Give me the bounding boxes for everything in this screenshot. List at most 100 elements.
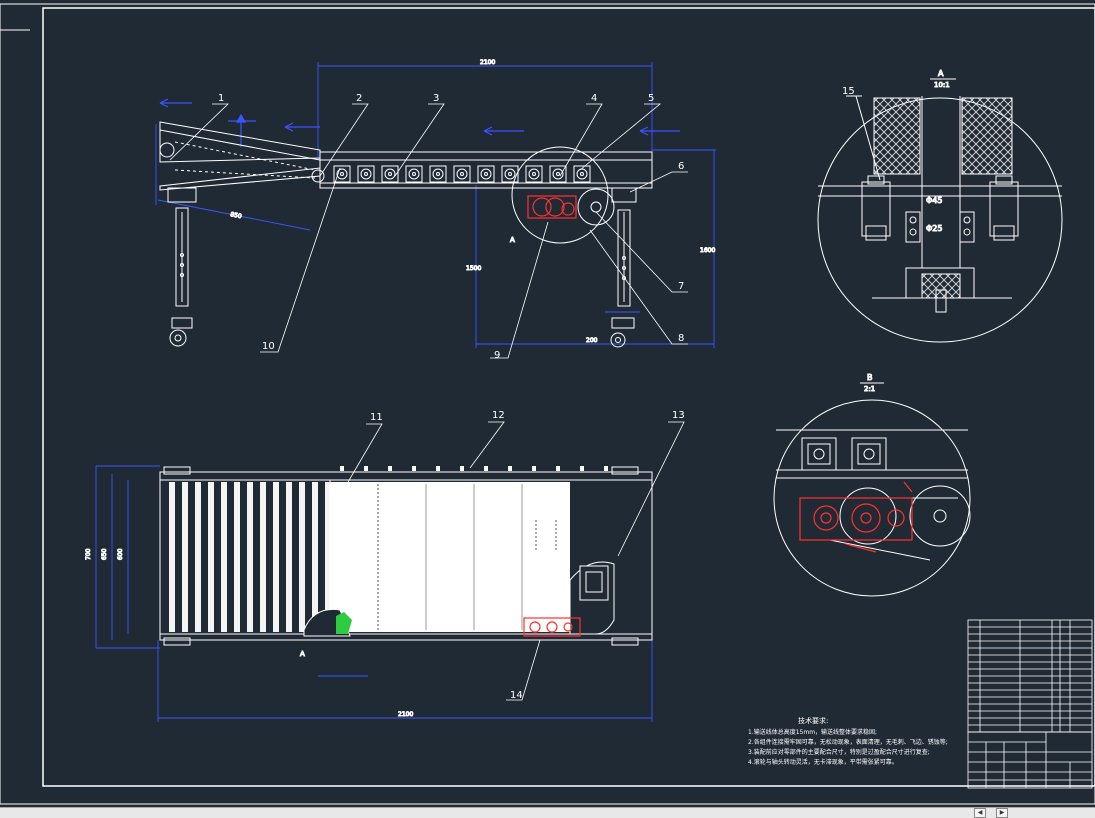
svg-text:200: 200 <box>586 337 598 344</box>
roller-housing <box>549 165 567 183</box>
note-3: 3.装配前应对零部件的主要配合尺寸，特别是过盈配合尺寸进行复查; <box>748 748 930 756</box>
svg-text:2100: 2100 <box>480 59 495 66</box>
plan-bolt-mark <box>340 466 344 471</box>
side-view-rollers <box>333 165 591 183</box>
part-label-9: 9 <box>494 350 500 361</box>
roller <box>480 168 492 180</box>
roller-housing <box>405 165 423 183</box>
roller <box>552 168 564 180</box>
detail-b-scale: 2:1 <box>864 385 875 393</box>
detail-a-dim-phi45: Φ45 <box>926 196 942 205</box>
detail-a-dim-phi25: Φ25 <box>926 224 942 233</box>
leaders-top <box>169 103 688 359</box>
plan-gear-assembly <box>523 617 581 637</box>
status-bar <box>0 807 1095 818</box>
part-label-11: 11 <box>370 412 383 423</box>
plan-bolt-mark <box>484 466 488 471</box>
plan-bolt-mark <box>580 466 584 471</box>
part-label-14: 14 <box>510 690 523 701</box>
plan-view: 700 650 600 2100 A <box>85 465 653 722</box>
roller-axle <box>340 172 344 176</box>
roller-axle <box>436 172 440 176</box>
svg-text:700: 700 <box>85 548 92 560</box>
svg-text:850: 850 <box>230 211 243 220</box>
detail-a-marker: A <box>938 69 944 78</box>
roller-axle <box>388 172 392 176</box>
roller <box>336 168 348 180</box>
dimension-lines <box>155 62 716 348</box>
plan-bolt-mark <box>412 466 416 471</box>
roller-housing <box>477 165 495 183</box>
note-4: 4.滚轮与轴头转动灵活，无卡滞现象，平带需张紧可靠。 <box>748 758 898 766</box>
roller-axle <box>508 172 512 176</box>
part-label-1: 1 <box>218 93 224 104</box>
detail-b-view: B 2:1 <box>773 373 971 597</box>
roller <box>360 168 372 180</box>
part-label-3: 3 <box>433 93 439 104</box>
roller <box>456 168 468 180</box>
roller <box>432 168 444 180</box>
title-block <box>967 731 1093 789</box>
svg-text:1500: 1500 <box>466 265 481 272</box>
technical-notes: 技术要求: 1.输送线体总高度15mm，输送线整体要求稳固; 2.各组件连接需牢… <box>748 716 948 766</box>
part-label-2: 2 <box>356 93 362 104</box>
svg-text:650: 650 <box>101 548 108 560</box>
roller-axle <box>364 172 368 176</box>
roller-axle <box>412 172 416 176</box>
flow-arrows <box>159 98 680 147</box>
part-label-5: 5 <box>648 93 654 104</box>
part-label-13: 13 <box>672 410 685 421</box>
roller-housing <box>429 165 447 183</box>
roller-housing <box>453 165 471 183</box>
plan-view-top-marks <box>340 466 608 471</box>
part-label-8: 8 <box>678 333 684 344</box>
plan-bolt-mark <box>388 466 392 471</box>
roller <box>576 168 588 180</box>
svg-text:600: 600 <box>117 548 124 560</box>
plan-bolt-mark <box>556 466 560 471</box>
part-labels: 1 2 3 4 5 6 7 8 9 10 11 12 13 14 15 <box>218 86 855 701</box>
roller-axle <box>484 172 488 176</box>
plan-bolt-mark <box>460 466 464 471</box>
roller-housing <box>573 165 591 183</box>
part-label-7: 7 <box>678 281 684 292</box>
roller-axle <box>460 172 464 176</box>
roller-housing <box>357 165 375 183</box>
roller-housing <box>525 165 543 183</box>
plan-green-part <box>336 612 352 634</box>
svg-text:1600: 1600 <box>700 247 715 254</box>
note-1: 1.输送线体总高度15mm，输送线整体要求稳固; <box>748 728 877 736</box>
roller-axle <box>556 172 560 176</box>
side-view: 2100 850 1600 1500 200 <box>155 59 716 348</box>
roller-axle <box>580 172 584 176</box>
detail-a-scale: 10:1 <box>934 81 950 89</box>
svg-text:A: A <box>510 236 515 244</box>
roller <box>528 168 540 180</box>
detail-b-gear <box>799 481 913 553</box>
part-label-10: 10 <box>262 341 275 352</box>
leaders-bottom <box>347 421 685 701</box>
plan-bolt-mark <box>508 466 512 471</box>
roller <box>504 168 516 180</box>
part-label-15: 15 <box>842 86 855 97</box>
roller <box>384 168 396 180</box>
plan-bolt-mark <box>604 466 608 471</box>
roller-housing <box>333 165 351 183</box>
roller <box>408 168 420 180</box>
roller-housing <box>381 165 399 183</box>
plan-bolt-mark <box>532 466 536 471</box>
drawing-frame <box>0 3 1095 805</box>
view-marker-a: A <box>300 650 305 658</box>
bill-of-materials <box>967 619 1093 733</box>
detail-b-marker: B <box>867 373 873 382</box>
roller-axle <box>532 172 536 176</box>
gear-assembly-side <box>527 195 577 219</box>
note-2: 2.各组件连接需牢固可靠，无松动现象，表面清理，无毛刺、飞边、锈蚀等; <box>748 738 948 746</box>
plan-bolt-mark <box>364 466 368 471</box>
svg-text:2100: 2100 <box>398 711 413 718</box>
part-label-12: 12 <box>492 410 505 421</box>
notes-title: 技术要求: <box>798 716 828 725</box>
part-label-6: 6 <box>678 161 684 172</box>
part-label-4: 4 <box>591 93 597 104</box>
